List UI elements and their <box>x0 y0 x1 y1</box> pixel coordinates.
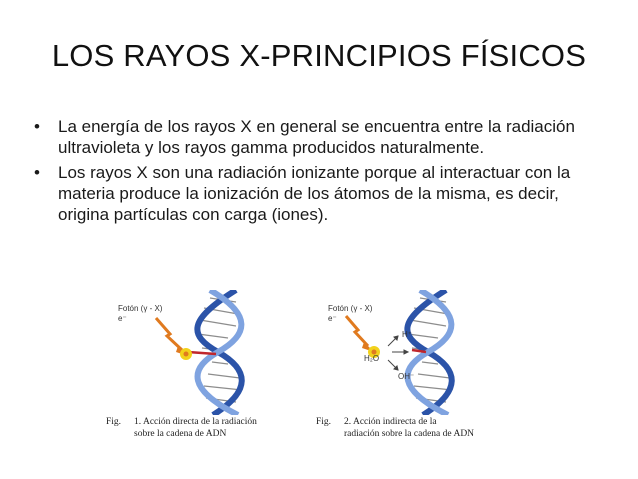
h-plus-label: H⁺ <box>402 330 412 339</box>
water-label: H₂O <box>364 354 380 363</box>
figure-indirect-action: Fotón (γ - X) e⁻ H⁺ H₂O OH⁻ Fig. 2. Acció… <box>316 290 518 455</box>
bullet-list: • La energía de los rayos X en general s… <box>32 116 602 229</box>
caption-line: radiación sobre la cadena de ADN <box>344 429 475 439</box>
figure-direct-action: Fotón (γ - X) e⁻ Fig. 1. Acción directa d… <box>106 290 308 455</box>
caption-line: 1. Acción directa de la radiación <box>134 417 257 427</box>
bullet-dot: • <box>34 163 40 182</box>
oh-minus-label: OH⁻ <box>398 372 415 381</box>
fig-prefix: Fig. <box>316 417 332 427</box>
fig-prefix: Fig. <box>106 417 122 427</box>
caption-line: sobre la cadena de ADN <box>134 429 227 439</box>
bullet-text: La energía de los rayos X en general se … <box>58 117 575 157</box>
break-mark <box>411 348 427 354</box>
bullet-item: • La energía de los rayos X en general s… <box>32 116 602 158</box>
slide-title: LOS RAYOS X-PRINCIPIOS FÍSICOS <box>51 38 587 73</box>
figure-caption: Fig. 2. Acción indirecta de la radiación … <box>316 416 516 440</box>
dna-helix-icon <box>344 290 455 415</box>
photon-label: Fotón (γ - X) <box>118 304 163 313</box>
bullet-item: • Los rayos X son una radiación ionizant… <box>32 162 602 225</box>
impact-star-icon <box>180 348 192 360</box>
impact-star-icon <box>368 346 380 358</box>
break-mark <box>187 350 217 356</box>
caption-line: 2. Acción indirecta de la <box>344 417 437 427</box>
electron-label: e⁻ <box>328 314 337 323</box>
figure-caption: Fig. 1. Acción directa de la radiación so… <box>106 416 306 440</box>
dna-helix-icon <box>154 290 245 415</box>
photon-label: Fotón (γ - X) <box>328 304 373 313</box>
photon-arrow-icon <box>344 315 374 352</box>
electron-label: e⁻ <box>118 314 127 323</box>
bullet-dot: • <box>34 117 40 136</box>
bullet-text: Los rayos X son una radiación ionizante … <box>58 163 571 224</box>
